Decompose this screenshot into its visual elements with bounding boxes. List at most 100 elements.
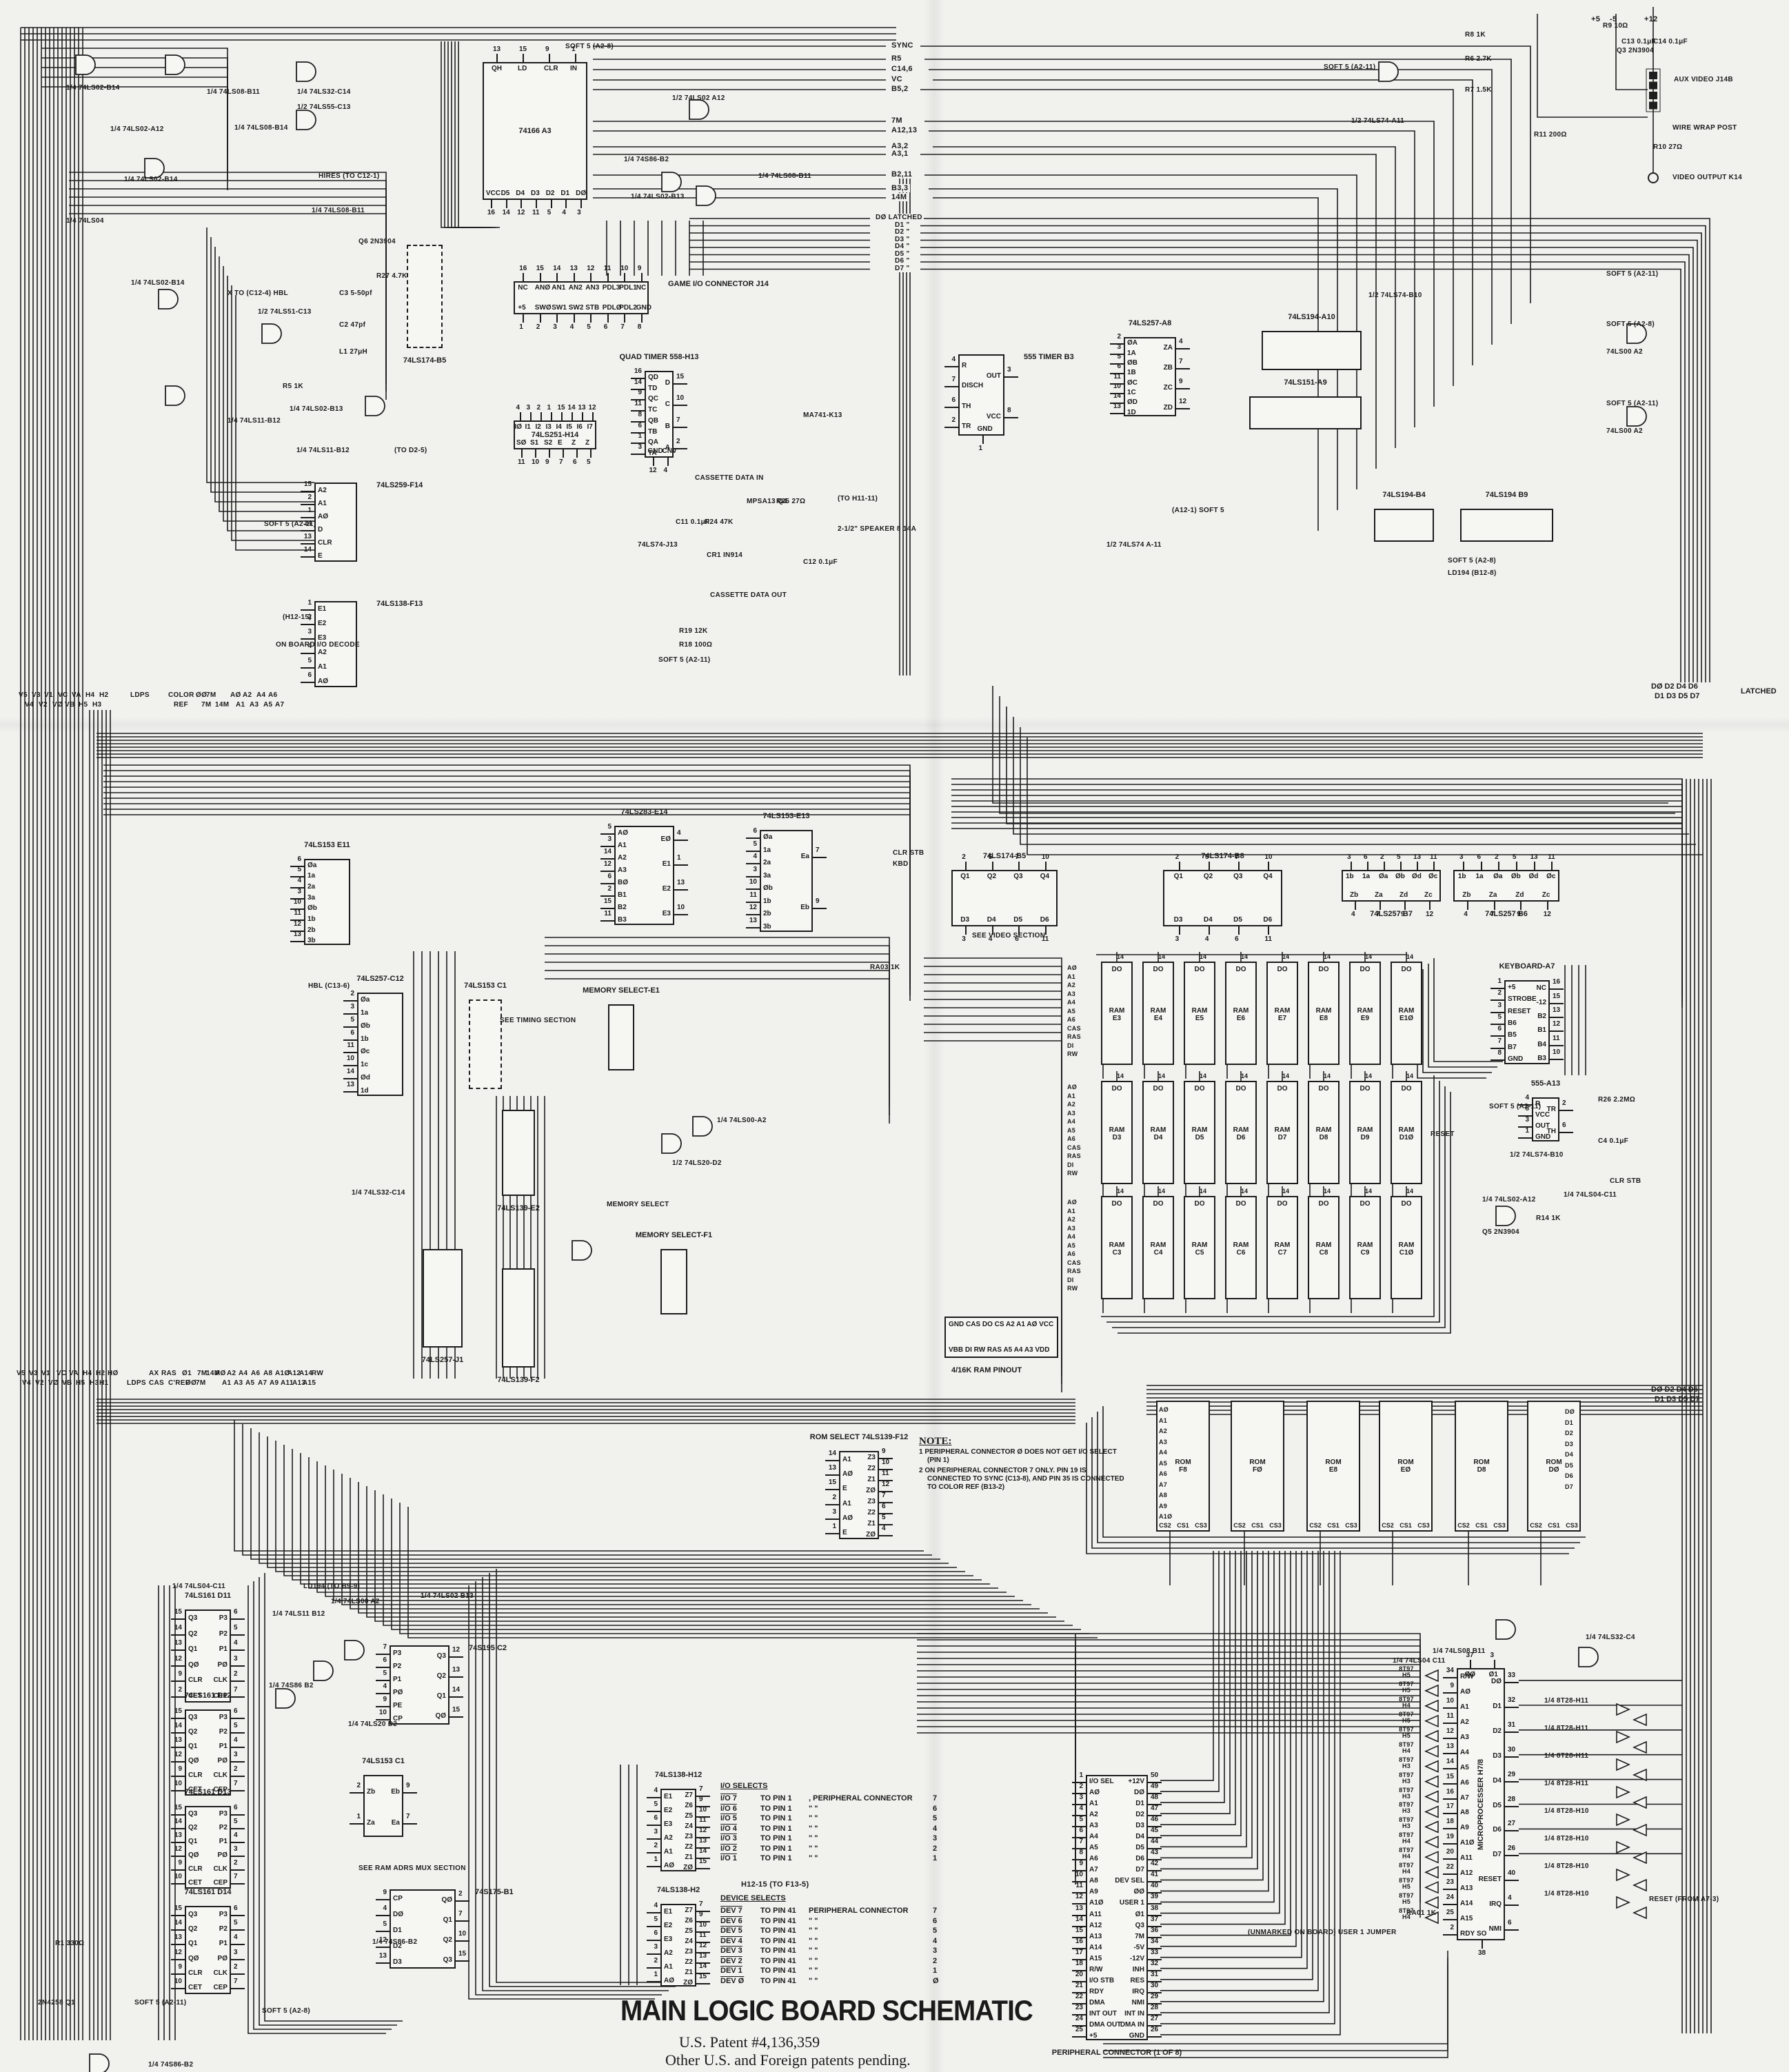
pin-lead	[1505, 1731, 1519, 1733]
pin-lead	[1148, 1837, 1162, 1839]
pin-lead	[825, 1489, 839, 1491]
chip-label: 74LS257-C12	[356, 975, 404, 983]
pin-name: D4	[1135, 1833, 1144, 1841]
pin-lead	[696, 1867, 710, 1869]
pin-lead	[1443, 1904, 1457, 1906]
pin-number: 5	[1512, 853, 1517, 861]
bus-label: 14M	[206, 1370, 221, 1377]
ram-address-pin: CAS	[1067, 1259, 1081, 1266]
select-connector: " "	[809, 1956, 818, 1965]
wire	[1160, 1551, 1247, 1848]
pin-name: D1	[560, 190, 570, 197]
pin-number: 3	[654, 1943, 658, 1951]
logic-gate-icon	[165, 54, 185, 75]
pin-lead	[607, 273, 609, 281]
pin-name: P1	[219, 1940, 228, 1948]
pin-number: 22	[1446, 1863, 1454, 1871]
wire	[920, 218, 1710, 682]
pin-lead	[696, 1847, 710, 1849]
pin-number: 5	[297, 866, 301, 874]
wire	[1160, 1551, 1319, 1991]
pin-number: 12	[699, 1941, 707, 1949]
wire	[1417, 975, 1486, 1079]
component-label: (UNMARKED ON BOARD) USER 1 JUMPER	[1248, 1929, 1397, 1936]
pin-name: E	[842, 1485, 847, 1493]
bus-label: LDPS	[130, 691, 150, 699]
pin-lead	[1518, 1137, 1532, 1139]
pin-name: ZØ	[683, 1863, 693, 1871]
pin-name: QB	[648, 416, 658, 425]
pin-lead	[746, 888, 760, 891]
pin-name: Z3	[867, 1454, 876, 1461]
pin-number: 6	[234, 1904, 238, 1912]
pin-lead	[301, 543, 314, 545]
pin-name: Z3	[685, 1832, 693, 1840]
wire	[951, 789, 1683, 969]
pin-lead	[1505, 1929, 1519, 1931]
pin-lead	[301, 638, 314, 640]
signal-label: B5,2	[889, 85, 911, 93]
pin-name: ØA	[1127, 339, 1138, 347]
wire	[951, 778, 1683, 958]
buffer-8t97-label: 8T97 H4	[1399, 1740, 1414, 1754]
pin-lead	[456, 1900, 469, 1902]
wire	[924, 966, 1062, 1318]
pin-lead	[640, 273, 643, 281]
select-destination: TO PIN 1	[760, 1824, 792, 1833]
pin-name: SWØ	[534, 304, 552, 312]
pin-lead	[746, 901, 760, 903]
component-label: SEE RAM ADRS MUX SECTION	[358, 1865, 466, 1872]
buffer-icon	[1424, 1805, 1439, 1818]
pin-number: 16	[487, 209, 495, 216]
pin-lead	[1505, 1905, 1519, 1907]
pin-name: 1d	[361, 1086, 369, 1095]
power-minus5: -5	[1610, 15, 1617, 23]
pin-name: INT IN	[1124, 2009, 1144, 2018]
ram-address-pin: A3	[1067, 990, 1076, 997]
pin-name: D5	[1233, 916, 1242, 924]
pin-number: 6	[882, 1503, 886, 1510]
pin-lead	[1518, 1104, 1532, 1106]
pin-name: Z2	[685, 1958, 693, 1966]
pin-number: 4	[1179, 338, 1183, 346]
pin-name: Q1	[436, 1692, 446, 1700]
pin-number: 1	[654, 1856, 658, 1863]
pin-lead	[1490, 1035, 1504, 1037]
pin-number: 3	[1117, 343, 1121, 351]
wire	[999, 696, 1675, 814]
pin-number: 9	[178, 1670, 182, 1678]
wire	[1160, 1551, 1264, 1881]
pin-lead	[1498, 862, 1500, 870]
ram-pinout-top: GND CAS DO CS A2 A1 AØ VCC	[949, 1321, 1054, 1328]
pin-lead	[600, 858, 614, 860]
ram-address-pin: RAS	[1067, 1033, 1081, 1040]
pin-lead	[1482, 1940, 1483, 1949]
pin-lead	[825, 1533, 839, 1535]
pin-name: TR	[1546, 1106, 1556, 1113]
ram-address-pin: A5	[1067, 1007, 1076, 1015]
pin-lead	[825, 1503, 839, 1505]
ram-address-pin: CAS	[1067, 1024, 1081, 1032]
pin-lead	[231, 1760, 245, 1763]
pin-lead	[343, 1090, 357, 1093]
wire	[917, 1701, 1076, 1853]
bus-label: VØ	[52, 701, 63, 709]
pin-lead	[1443, 1707, 1457, 1709]
component-label: HBL (C13-6)	[308, 982, 350, 990]
pin-lead	[825, 1519, 839, 1520]
pin-lead	[520, 200, 523, 208]
buffer-icon	[1424, 1729, 1439, 1743]
component-label: HIRES (TO C12-1)	[319, 172, 380, 180]
pin-name: ØC	[1127, 378, 1138, 387]
pin-name: CLR	[188, 1969, 203, 1977]
pin-name: A2	[618, 854, 627, 862]
pin-lead	[1072, 1991, 1086, 1993]
pin-name: RES	[1130, 1976, 1144, 1984]
bus-label: A13	[292, 1379, 306, 1387]
pin-number: 1	[307, 506, 312, 514]
pin-name: B1	[618, 891, 627, 899]
wire	[1160, 1551, 1341, 2035]
wire	[1160, 1551, 1236, 1825]
